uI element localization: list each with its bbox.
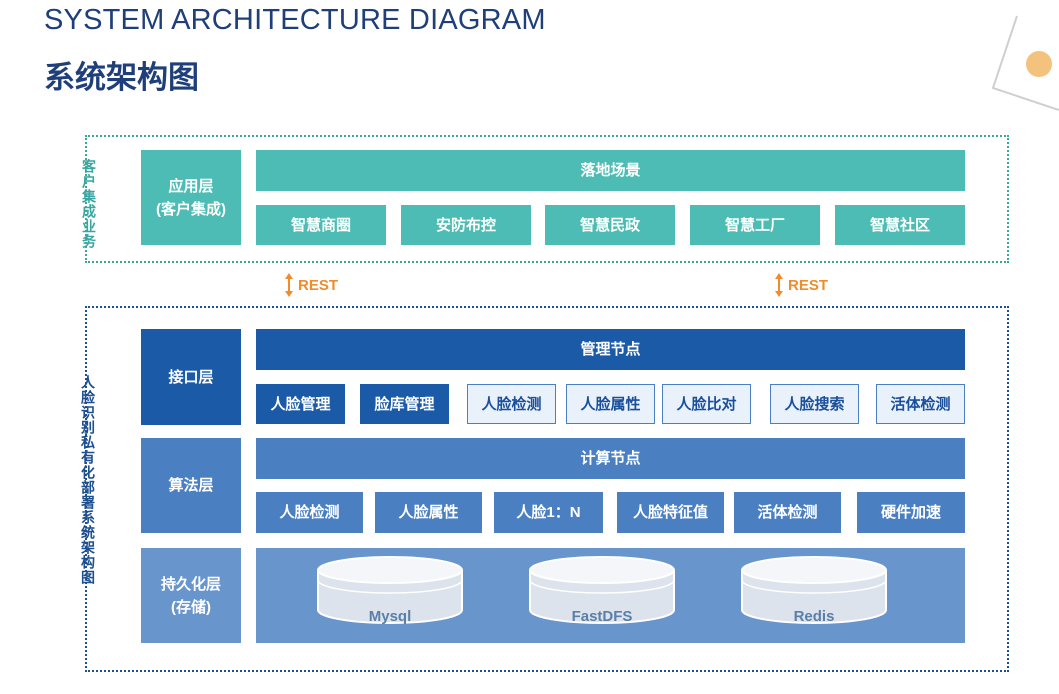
algorithm-item: 人脸特征值 bbox=[617, 492, 724, 533]
client-group-label: 客户集成业务 bbox=[81, 159, 97, 249]
algorithm-layer-label: 算法层 bbox=[141, 438, 241, 533]
application-header: 落地场景 bbox=[256, 150, 965, 191]
store-label: FastDFS bbox=[572, 608, 633, 625]
rest-connector: REST bbox=[285, 273, 338, 297]
app-item: 智慧民政 bbox=[545, 205, 675, 245]
title-en: SYSTEM ARCHITECTURE DIAGRAM bbox=[44, 4, 546, 36]
algorithm-item: 活体检测 bbox=[734, 492, 841, 533]
storage-cylinders: Mysql FastDFS Redis bbox=[317, 556, 887, 625]
algorithm-item: 人脸1：N bbox=[494, 492, 603, 533]
interface-item: 脸库管理 bbox=[360, 384, 449, 424]
decorative-triangle-icon bbox=[991, 15, 1059, 111]
title-cn: 系统架构图 bbox=[44, 60, 199, 95]
application-layer-label-line2: (客户集成) bbox=[156, 200, 226, 218]
interface-item: 人脸属性 bbox=[566, 384, 655, 424]
database-cylinder-icon: FastDFS bbox=[529, 556, 675, 625]
interface-item: 人脸比对 bbox=[662, 384, 751, 424]
rest-label: REST bbox=[788, 276, 829, 294]
algorithm-header: 计算节点 bbox=[256, 438, 965, 479]
rest-connector: REST bbox=[775, 273, 828, 297]
double-arrow-icon bbox=[775, 273, 783, 297]
interface-item: 活体检测 bbox=[876, 384, 965, 424]
interface-item: 人脸管理 bbox=[256, 384, 345, 424]
interface-item: 人脸搜索 bbox=[770, 384, 859, 424]
interface-item: 人脸检测 bbox=[467, 384, 556, 424]
store-label: Redis bbox=[794, 608, 835, 625]
app-item: 智慧商圈 bbox=[256, 205, 386, 245]
persistence-layer-label-line2: (存储) bbox=[171, 598, 211, 616]
store-label: Mysql bbox=[369, 608, 412, 625]
double-arrow-icon bbox=[285, 273, 293, 297]
algorithm-item: 人脸属性 bbox=[375, 492, 482, 533]
application-layer-label-line1: 应用层 bbox=[168, 177, 214, 195]
app-item: 安防布控 bbox=[401, 205, 531, 245]
client-frame bbox=[85, 135, 1009, 263]
persistence-layer-label: 持久化层 (存储) bbox=[141, 548, 241, 643]
database-cylinder-icon: Mysql bbox=[317, 556, 463, 625]
app-item: 智慧社区 bbox=[835, 205, 965, 245]
interface-header: 管理节点 bbox=[256, 329, 965, 370]
algorithm-item: 硬件加速 bbox=[857, 492, 965, 533]
database-cylinder-icon: Redis bbox=[741, 556, 887, 625]
algorithm-item: 人脸检测 bbox=[256, 492, 363, 533]
application-layer-label: 应用层 (客户集成) bbox=[141, 150, 241, 245]
private-frame bbox=[85, 306, 1009, 672]
app-item: 智慧工厂 bbox=[690, 205, 820, 245]
rest-label: REST bbox=[298, 276, 339, 294]
persistence-layer-label-line1: 持久化层 bbox=[160, 575, 221, 593]
interface-layer-label: 接口层 bbox=[141, 329, 241, 425]
private-group-label: 人脸识别私有化部署系统架构图 bbox=[80, 375, 96, 585]
